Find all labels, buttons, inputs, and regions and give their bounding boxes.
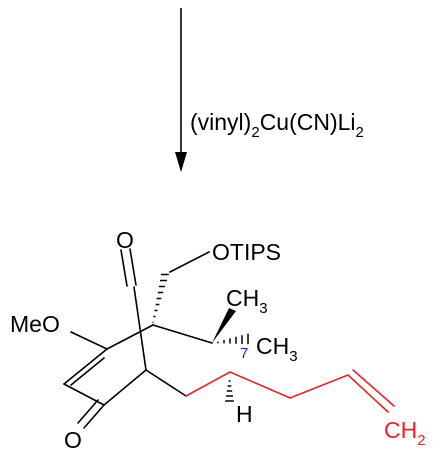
otips-label: OTIPS: [212, 239, 281, 265]
methylene-label: CH2: [384, 417, 426, 449]
molecule-bonds: [63, 248, 213, 429]
methoxy-label: MeO: [10, 311, 60, 337]
hash-bond-ch2otips: [152, 273, 169, 324]
reagent-label: (vinyl)2Cu(CN)Li2: [190, 109, 364, 141]
ketone-oxygen-bottom: O: [64, 427, 82, 453]
wedge-bond-methyl: [212, 308, 236, 343]
hash-bond-hydrogen: [225, 380, 234, 402]
methyl-top-label: CH3: [226, 285, 268, 317]
ketone-oxygen-top: O: [116, 227, 134, 253]
new-bonds: [185, 369, 395, 413]
methyl-right-label: CH3: [256, 333, 298, 365]
arrow-head: [175, 152, 187, 172]
hash-bond-methyl-right: [217, 333, 249, 345]
hydrogen-label: H: [236, 401, 253, 427]
position-locant: 7: [240, 345, 248, 362]
